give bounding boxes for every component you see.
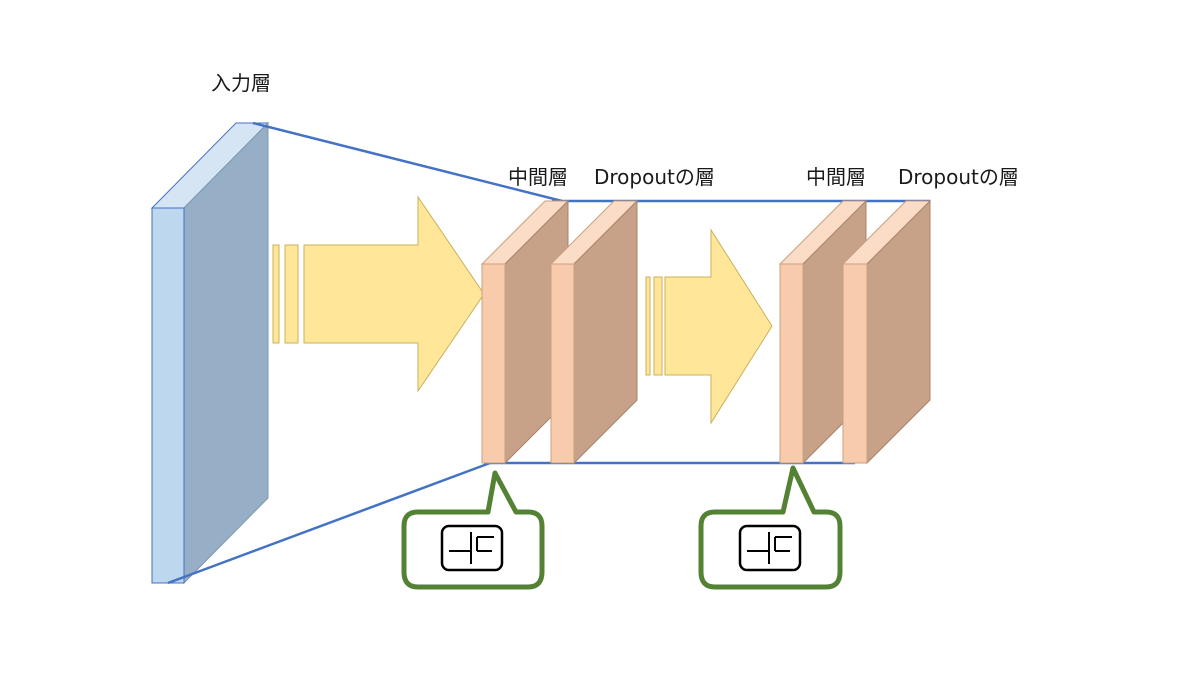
connector-line-top xyxy=(252,121,563,203)
arrow-body xyxy=(303,195,485,393)
dropout-layer-2-label: Dropoutの層 xyxy=(898,165,1019,189)
activation-callout-1 xyxy=(401,470,545,590)
layer-front-face xyxy=(550,263,575,464)
dropout-layer-2-slab xyxy=(841,199,932,465)
hidden-layer-2-label: 中間層 xyxy=(806,165,866,189)
dropout-layer-1-slab xyxy=(549,199,639,465)
connector-line-bottom xyxy=(167,461,491,585)
arrow-stripe xyxy=(653,276,663,376)
arrow-body xyxy=(664,228,773,425)
input-layer-label: 入力層 xyxy=(211,71,271,95)
activation-callout-2 xyxy=(698,465,843,590)
arrow-stripe xyxy=(284,244,299,344)
forward-arrow-2 xyxy=(645,228,773,425)
step-function-icon xyxy=(440,524,504,572)
layer-front-face xyxy=(842,263,868,464)
layer-front-face xyxy=(481,263,506,464)
layer-front-face xyxy=(779,263,804,464)
arrow-stripe xyxy=(645,276,651,376)
input-layer-front-face xyxy=(151,207,185,584)
dropout-layer-1-label: Dropoutの層 xyxy=(594,165,715,189)
input-layer-slab xyxy=(150,121,270,585)
arrow-stripe xyxy=(272,244,280,344)
forward-arrow-1 xyxy=(272,195,485,393)
hidden-layer-1-label: 中間層 xyxy=(508,165,568,189)
step-function-icon xyxy=(738,524,802,572)
